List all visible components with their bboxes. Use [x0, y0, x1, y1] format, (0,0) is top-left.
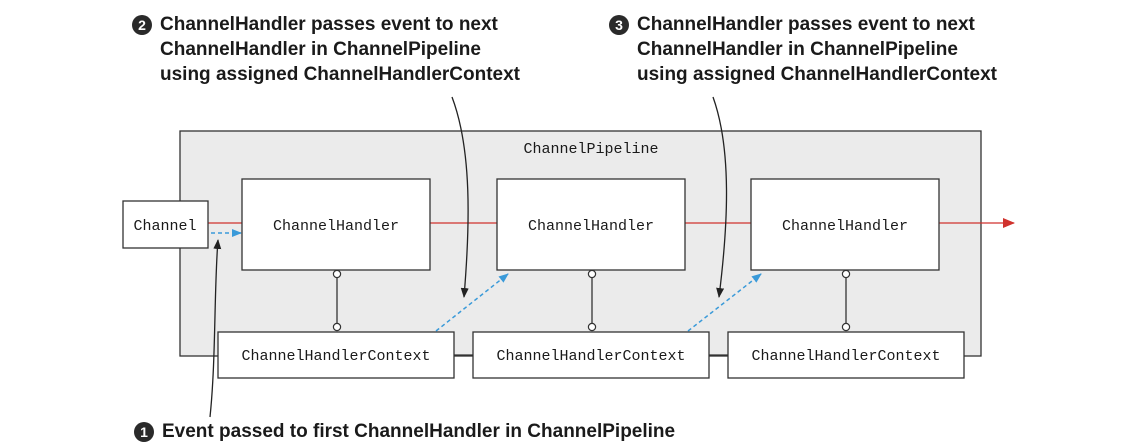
callout-2-number-badge: 2	[132, 15, 152, 35]
channel-pipeline-label: ChannelPipeline	[523, 141, 658, 158]
callout-1-number-badge: 1	[134, 422, 154, 442]
channel-handler-label-3: ChannelHandler	[782, 218, 908, 235]
channel-handler-label-1: ChannelHandler	[273, 218, 399, 235]
callout-1-text: Event passed to first ChannelHandler in …	[162, 419, 675, 444]
channel-handler-box-3	[750, 178, 940, 271]
channel-label: Channel	[133, 218, 196, 235]
callout-1-line-1: Event passed to first ChannelHandler in …	[162, 421, 676, 442]
callout-3-line-2: ChannelHandler in ChannelPipeline	[637, 39, 958, 60]
callout-2-text: ChannelHandler passes event to next Chan…	[160, 12, 520, 87]
channel-box	[122, 200, 209, 249]
connector-3-bottom-joint	[841, 322, 851, 332]
callout-3-line-1: ChannelHandler passes event to next	[637, 14, 975, 35]
channel-handler-label-2: ChannelHandler	[528, 218, 654, 235]
channel-handler-box-1	[241, 178, 431, 271]
channel-handler-context-label-2: ChannelHandlerContext	[496, 348, 685, 365]
context-to-next-handler-dashed-arrow-2	[687, 273, 762, 332]
connector-2-top-joint	[587, 269, 597, 279]
context-to-next-handler-dashed-arrow-1	[435, 273, 509, 332]
connector-1-top-joint	[332, 269, 342, 279]
channel-handler-context-label-1: ChannelHandlerContext	[241, 348, 430, 365]
callout-3-number-badge: 3	[609, 15, 629, 35]
connector-1-bottom-joint	[332, 322, 342, 332]
callout-1-pointer-arrow	[209, 239, 222, 418]
callout-3-text: ChannelHandler passes event to next Chan…	[637, 12, 997, 87]
connector-3-top-joint	[841, 269, 851, 279]
channel-handler-context-box-2	[472, 331, 710, 379]
channel-handler-context-box-1	[217, 331, 455, 379]
callout-2-line-2: ChannelHandler in ChannelPipeline	[160, 39, 481, 60]
callout-2-line-3: using assigned ChannelHandlerContext	[160, 64, 520, 85]
connector-2-bottom-joint	[587, 322, 597, 332]
callout-2-line-1: ChannelHandler passes event to next	[160, 14, 498, 35]
callout-3-pointer-arrow	[712, 96, 728, 298]
callout-3-line-3: using assigned ChannelHandlerContext	[637, 64, 997, 85]
callout-2-pointer-arrow	[451, 96, 469, 298]
channel-handler-context-label-3: ChannelHandlerContext	[751, 348, 940, 365]
channel-handler-context-box-3	[727, 331, 965, 379]
